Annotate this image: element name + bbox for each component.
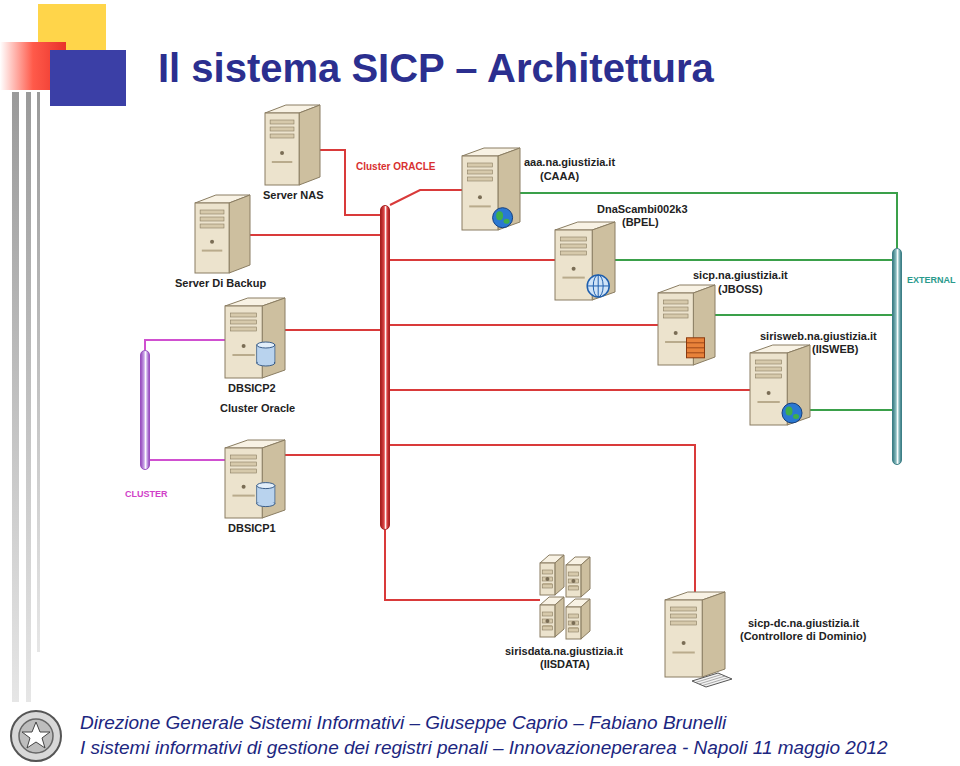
server-label: (Controllore di Dominio) bbox=[740, 630, 866, 643]
server-node: sirisdata.na.giustizia.it(IISDATA) bbox=[540, 555, 592, 640]
server-label: (IISDATA) bbox=[540, 658, 590, 671]
emblem bbox=[11, 711, 61, 761]
server-label: Server Di Backup bbox=[175, 277, 266, 290]
server-label: DBSICP1 bbox=[228, 522, 276, 535]
network-bus: CLUSTER bbox=[140, 350, 150, 470]
server-node: sicp-dc.na.giustizia.it(Controllore di D… bbox=[665, 592, 725, 677]
network-link bbox=[390, 389, 750, 391]
server-node: Server NAS bbox=[265, 105, 320, 185]
server-label: DnaScambi002k3 bbox=[597, 203, 688, 216]
network-link bbox=[285, 329, 380, 331]
server-icon bbox=[195, 195, 250, 273]
server-icon bbox=[665, 592, 725, 677]
server-label: Cluster Oracle bbox=[220, 402, 295, 415]
server-icon bbox=[540, 555, 592, 640]
network-link bbox=[145, 340, 225, 350]
side-bar bbox=[26, 92, 31, 702]
network-link bbox=[390, 324, 658, 326]
server-label: sirisdata.na.giustizia.it bbox=[505, 645, 623, 658]
server-node: DBSICP1 bbox=[225, 440, 285, 518]
bus-label: EXTERNAL bbox=[907, 274, 956, 287]
server-icon bbox=[225, 298, 285, 378]
server-icon bbox=[658, 285, 715, 365]
corner-square bbox=[50, 50, 126, 106]
slide-title: Il sistema SICP – Architettura bbox=[158, 44, 714, 92]
server-label: (JBOSS) bbox=[718, 283, 763, 296]
server-icon bbox=[555, 222, 615, 300]
footer-note: I sistemi informativi di gestione dei re… bbox=[80, 737, 888, 759]
network-bus: EXTERNAL bbox=[892, 248, 902, 465]
network-link bbox=[150, 459, 225, 461]
side-bar bbox=[12, 92, 19, 702]
server-label: sirisweb.na.giustizia.it bbox=[760, 330, 877, 343]
side-bar bbox=[37, 92, 40, 652]
network-link bbox=[390, 445, 695, 592]
footer-caption: Direzione Generale Sistemi Informativi –… bbox=[80, 712, 726, 734]
server-node: DnaScambi002k3(BPEL) bbox=[555, 222, 615, 300]
server-node: sirisweb.na.giustizia.it(IISWEB) bbox=[750, 345, 810, 425]
server-icon bbox=[225, 440, 285, 518]
server-label: aaa.na.giustizia.it bbox=[524, 156, 615, 169]
server-icon bbox=[462, 148, 520, 230]
network-link bbox=[520, 193, 897, 248]
server-icon bbox=[750, 345, 810, 425]
server-label: DBSICP2 bbox=[228, 382, 276, 395]
server-label: sicp.na.giustizia.it bbox=[693, 269, 788, 282]
server-node: aaa.na.giustizia.it(CAAA) bbox=[462, 148, 520, 230]
server-label: (BPEL) bbox=[622, 216, 659, 229]
network-bus: Cluster ORACLE bbox=[380, 205, 390, 530]
server-icon bbox=[265, 105, 320, 185]
network-link bbox=[320, 150, 380, 215]
network-link bbox=[390, 259, 555, 261]
network-link bbox=[385, 530, 540, 600]
network-link bbox=[615, 259, 892, 261]
server-label: (CAAA) bbox=[540, 170, 579, 183]
network-link bbox=[715, 314, 892, 316]
network-link bbox=[250, 234, 380, 236]
server-label: (IISWEB) bbox=[812, 343, 858, 356]
network-link bbox=[390, 190, 462, 205]
bus-label: CLUSTER bbox=[125, 488, 168, 501]
network-link bbox=[285, 454, 380, 456]
network-link bbox=[810, 409, 892, 411]
server-node: Server Di Backup bbox=[195, 195, 250, 273]
bus-label: Cluster ORACLE bbox=[356, 160, 435, 173]
server-label: Server NAS bbox=[263, 189, 324, 202]
server-node: DBSICP2Cluster Oracle bbox=[225, 298, 285, 378]
server-label: sicp-dc.na.giustizia.it bbox=[748, 617, 859, 630]
server-node: sicp.na.giustizia.it(JBOSS) bbox=[658, 285, 715, 365]
